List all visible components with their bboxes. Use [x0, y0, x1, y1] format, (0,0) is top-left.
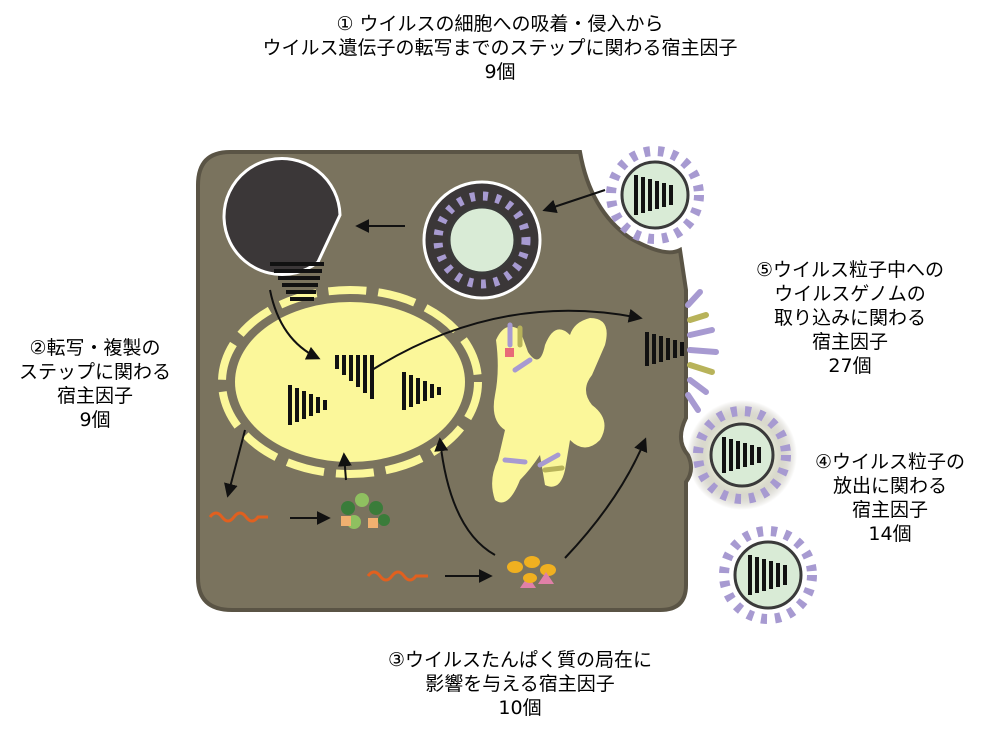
label-step5-line2: ウイルスゲノムの	[774, 283, 926, 305]
label-step3-count: 10個	[498, 697, 542, 719]
label-step3-line2: 影響を与える宿主因子	[425, 673, 615, 695]
label-step5-line3: 取り込みに関わる	[773, 307, 926, 329]
er-spikes	[502, 322, 565, 473]
mrna-squiggle	[366, 570, 428, 582]
virion-budding	[687, 400, 797, 510]
opened-endosome	[222, 157, 342, 277]
label-step5-line1: ⑤ウイルス粒子中への	[755, 259, 945, 281]
virion-genomes	[634, 175, 787, 595]
label-step2-count: 9個	[79, 409, 111, 431]
label-step1-line1: ① ウイルスの細胞への吸着・侵入から	[336, 13, 664, 35]
label-step1-line2: ウイルス遺伝子の転写までのステップに関わる宿主因子	[262, 37, 738, 59]
label-step4-count: 14個	[868, 523, 912, 545]
label-step4: ④ウイルス粒子の 放出に関わる 宿主因子 14個	[790, 450, 990, 546]
label-step2-line2: ステップに関わる	[18, 361, 171, 383]
label-step4-line3: 宿主因子	[851, 499, 928, 521]
nucleus	[235, 302, 465, 462]
label-step1-count: 9個	[484, 61, 516, 83]
nuclear-envelope	[218, 286, 482, 478]
membrane-spikes	[685, 289, 719, 413]
label-step5: ⑤ウイルス粒子中への ウイルスゲノムの 取り込みに関わる 宿主因子 27個	[730, 258, 970, 378]
label-step2-line1: ②転写・複製の	[29, 337, 161, 359]
label-step2: ②転写・複製の ステップに関わる 宿主因子 9個	[2, 336, 188, 432]
label-step5-count: 27個	[828, 355, 872, 377]
label-step4-line2: 放出に関わる	[832, 475, 947, 497]
label-step2-line3: 宿主因子	[56, 385, 133, 407]
mrna-squiggle	[208, 511, 268, 523]
pathway-arrows	[224, 189, 648, 583]
label-step5-line4: 宿主因子	[811, 331, 888, 353]
label-step1: ① ウイルスの細胞への吸着・侵入から ウイルス遺伝子の転写までのステップに関わる…	[250, 12, 750, 84]
label-step3: ③ウイルスたんぱく質の局在に 影響を与える宿主因子 10個	[360, 648, 680, 720]
protein-cluster-polymerase	[341, 493, 390, 529]
label-step3-line1: ③ウイルスたんぱく質の局在に	[387, 649, 653, 671]
virion-in-vesicle	[433, 191, 531, 289]
protein-cluster-envelope	[507, 556, 556, 588]
label-step4-line1: ④ウイルス粒子の	[814, 451, 966, 473]
